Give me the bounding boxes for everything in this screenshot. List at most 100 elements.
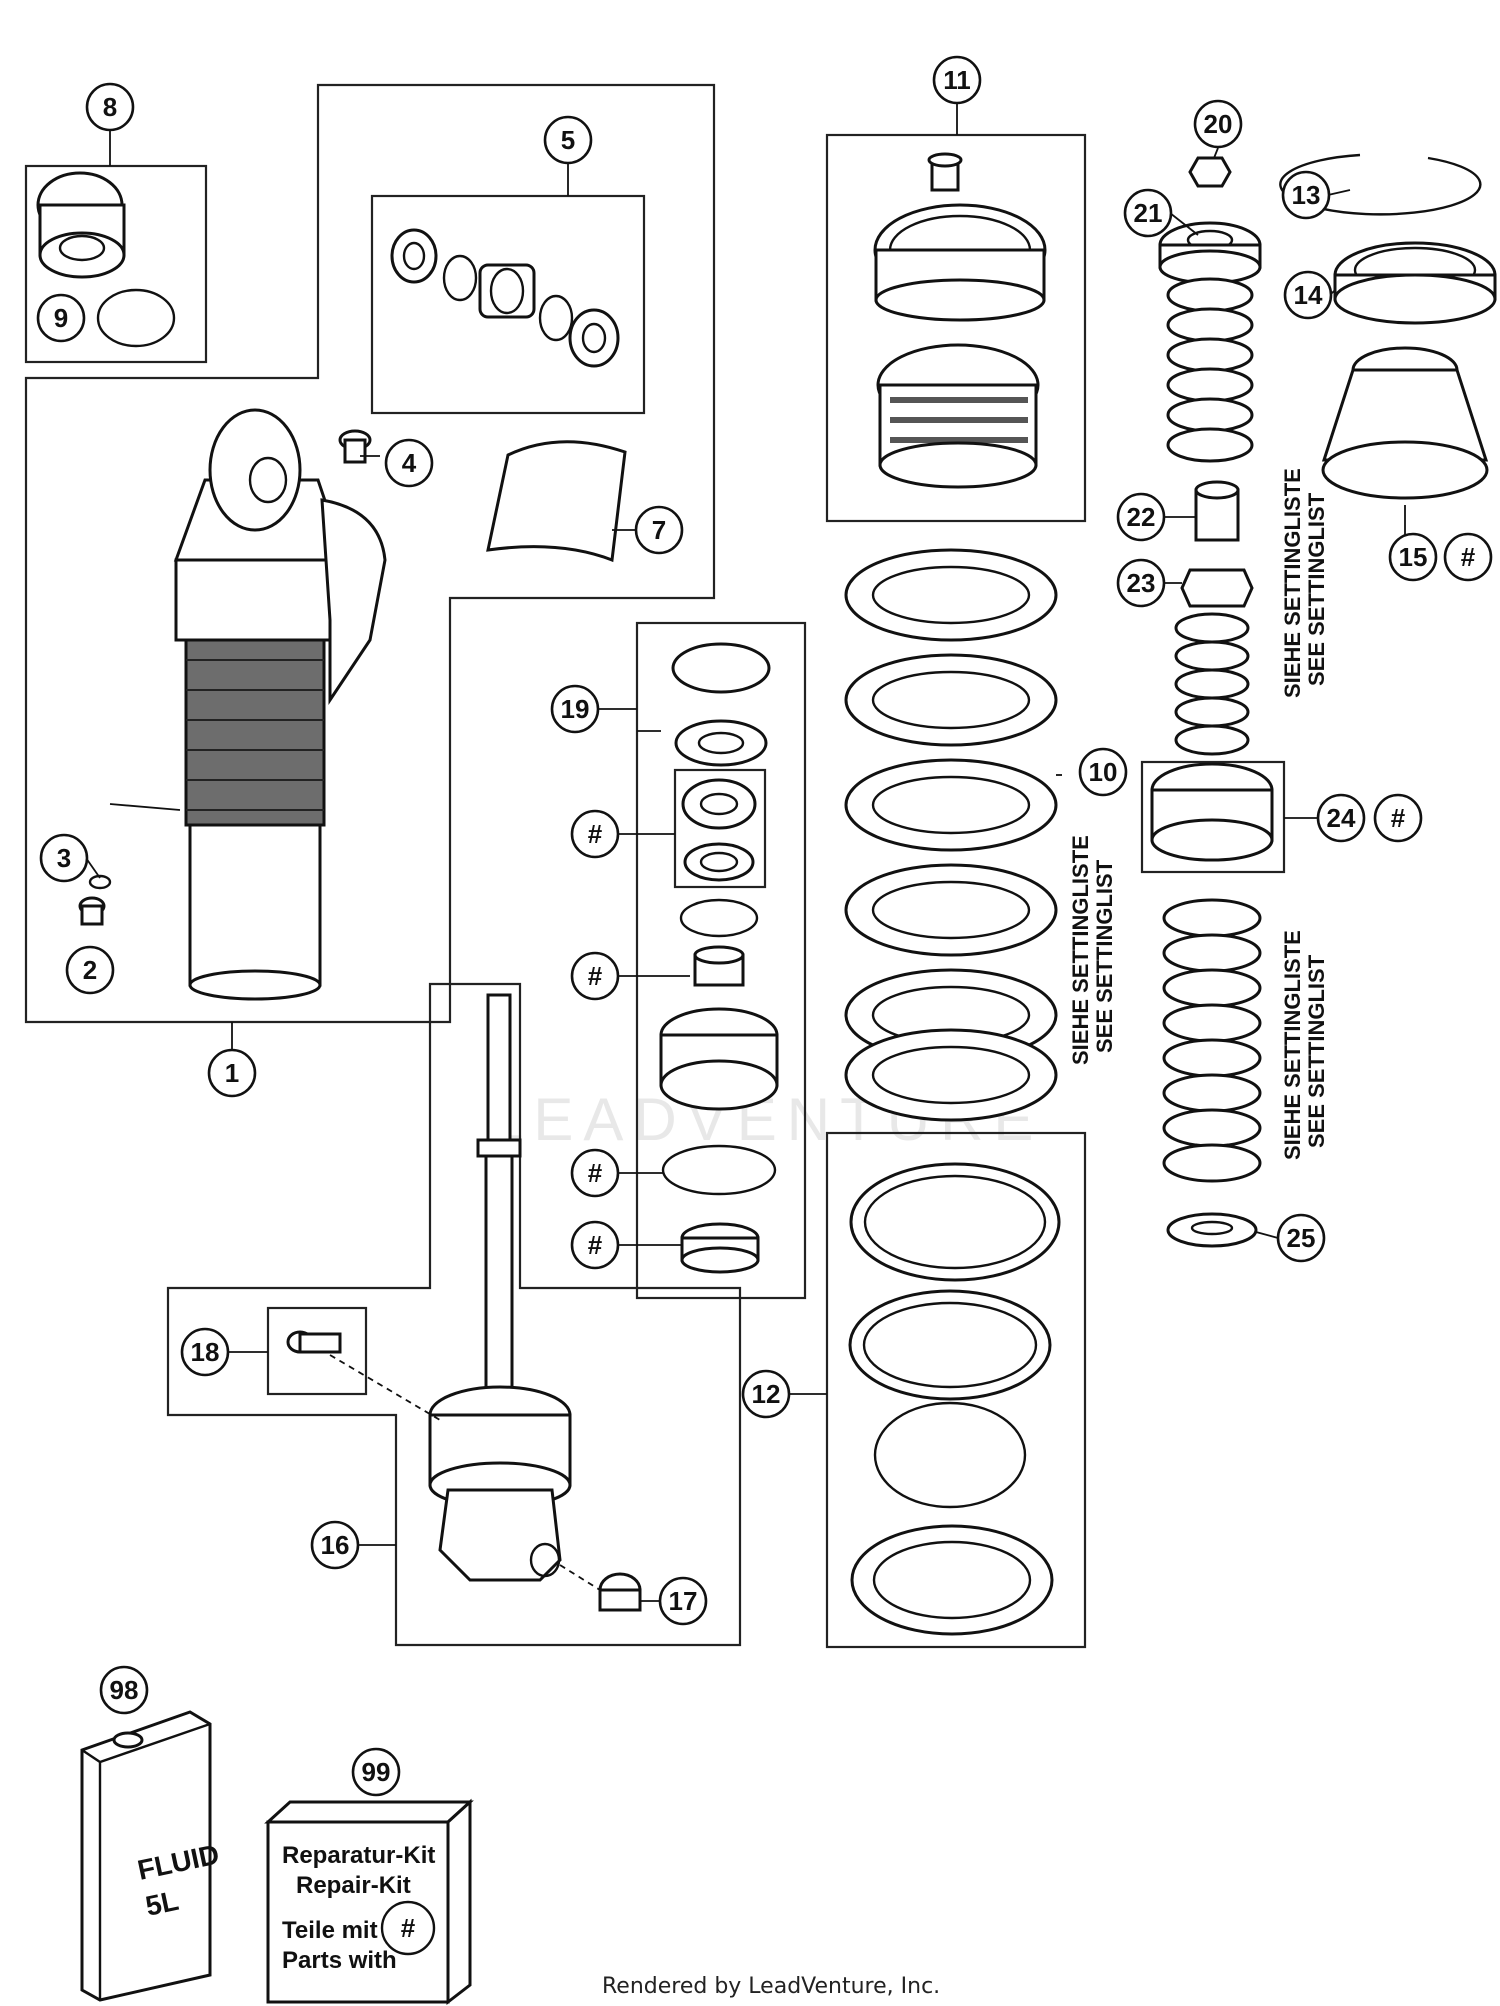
callout-13[interactable]: 13 [1281, 170, 1331, 220]
svg-text:8: 8 [103, 92, 117, 122]
callout-16[interactable]: 16 [310, 1520, 360, 1570]
part-24-piston [1150, 762, 1274, 862]
settings-note-upper: SIEHE SETTINGLISTE SEE SETTINGLIST [1280, 468, 1329, 698]
callout-12[interactable]: 12 [741, 1369, 791, 1419]
svg-text:98: 98 [110, 1675, 139, 1705]
callout-17[interactable]: 17 [658, 1576, 708, 1626]
svg-text:2: 2 [83, 955, 97, 985]
callout-18[interactable]: 18 [180, 1327, 230, 1377]
svg-text:5: 5 [561, 125, 575, 155]
settings-note-upper-en: SEE SETTINGLIST [1304, 492, 1329, 686]
callout-24[interactable]: 24 [1316, 793, 1366, 843]
part-9-o-ring [96, 288, 176, 348]
group-box-8 [24, 164, 208, 364]
callout-3[interactable]: 3 [39, 833, 89, 883]
svg-text:#: # [588, 819, 603, 849]
group-box-18 [266, 1306, 368, 1396]
group-box-5 [370, 194, 646, 415]
part-10-spring [844, 548, 1058, 1122]
part-11-spring-retainer [873, 152, 1047, 489]
repair-kit-line-1: Reparatur-Kit [282, 1842, 435, 1869]
callout-hash-seal[interactable]: # [570, 809, 620, 859]
callout-24-hash[interactable]: # [1373, 793, 1423, 843]
callout-15-hash[interactable]: # [1443, 532, 1493, 582]
callout-9[interactable]: 9 [36, 293, 86, 343]
svg-text:22: 22 [1127, 502, 1156, 532]
part-19-seal-head [659, 642, 779, 1274]
callout-4[interactable]: 4 [384, 438, 434, 488]
group-box-seal [673, 768, 767, 889]
callout-25[interactable]: 25 [1276, 1213, 1326, 1263]
svg-text:21: 21 [1134, 198, 1163, 228]
svg-text:13: 13 [1292, 180, 1321, 210]
leader-lines [85, 102, 1406, 1602]
repair-kit-line-2: Repair-Kit [296, 1872, 411, 1899]
part-4-plug [338, 429, 372, 464]
svg-text:16: 16 [321, 1530, 350, 1560]
part-13-circlip [1279, 153, 1482, 216]
part-7-sheet [486, 440, 627, 563]
svg-text:3: 3 [57, 843, 71, 873]
callout-7[interactable]: 7 [634, 505, 684, 555]
svg-text:24: 24 [1327, 803, 1356, 833]
callout-1[interactable]: 1 [207, 1048, 257, 1098]
svg-text:4: 4 [402, 448, 417, 478]
group-box-11 [825, 133, 1087, 523]
callout-14[interactable]: 14 [1283, 270, 1333, 320]
repair-kit-line-3: Teile mit [282, 1917, 378, 1944]
fluid-can-label-2: 5L [143, 1885, 181, 1922]
footer-credit: Rendered by LeadVenture, Inc. [602, 1974, 940, 1999]
part-5-bearing-set [390, 228, 620, 368]
callout-8[interactable]: 8 [85, 82, 135, 132]
callout-hash-bushing[interactable]: # [570, 951, 620, 1001]
callout-15[interactable]: 15 [1388, 532, 1438, 582]
svg-text:11: 11 [943, 65, 971, 95]
group-box-19 [635, 621, 807, 1300]
callout-hash-cap[interactable]: # [570, 1220, 620, 1270]
callout-10[interactable]: 10 [1078, 747, 1128, 797]
callout-98[interactable]: 98 [99, 1665, 149, 1715]
repair-kit-hash: # [401, 1913, 416, 1943]
settings-note-spring-de: SIEHE SETTINGLISTE [1068, 835, 1093, 1065]
callout-19[interactable]: 19 [550, 684, 600, 734]
svg-text:#: # [1461, 542, 1476, 572]
callout-20[interactable]: 20 [1193, 99, 1243, 149]
part-12-rings [848, 1162, 1061, 1636]
svg-text:12: 12 [752, 1379, 781, 1409]
callout-11[interactable]: 11 [932, 55, 982, 105]
group-box-12 [825, 1131, 1087, 1649]
part-16-piston-rod [428, 993, 572, 1582]
part-21-washer [1158, 221, 1262, 285]
callout-22[interactable]: 22 [1116, 492, 1166, 542]
callout-23[interactable]: 23 [1116, 558, 1166, 608]
part-3-washer [88, 874, 112, 890]
svg-text:99: 99 [362, 1757, 391, 1787]
part-25-washer [1166, 1212, 1258, 1248]
part-98-fluid-can: FLUID 5L [80, 1710, 222, 2002]
part-20-nut [1188, 156, 1232, 188]
part-shim-stack-middle [1174, 612, 1250, 756]
callout-5[interactable]: 5 [543, 115, 593, 165]
settings-note-spring: SIEHE SETTINGLISTE SEE SETTINGLIST [1068, 835, 1117, 1065]
svg-text:23: 23 [1127, 568, 1156, 598]
svg-text:19: 19 [561, 694, 590, 724]
svg-text:#: # [588, 1158, 603, 1188]
svg-text:#: # [588, 1230, 603, 1260]
callout-21[interactable]: 21 [1123, 188, 1173, 238]
svg-text:1: 1 [225, 1058, 239, 1088]
svg-text:18: 18 [191, 1337, 220, 1367]
part-8-adjuster [36, 171, 126, 279]
callout-2[interactable]: 2 [65, 945, 115, 995]
callout-99[interactable]: 99 [351, 1747, 401, 1797]
svg-text:20: 20 [1204, 109, 1233, 139]
svg-text:9: 9 [54, 303, 68, 333]
svg-text:10: 10 [1089, 757, 1118, 787]
part-23-nut [1180, 568, 1254, 608]
svg-text:15: 15 [1399, 542, 1428, 572]
callout-hash-oring[interactable]: # [570, 1148, 620, 1198]
svg-text:#: # [588, 961, 603, 991]
svg-text:25: 25 [1287, 1223, 1316, 1253]
part-shim-stack-lower [1162, 898, 1262, 1183]
part-99-repair-kit: Reparatur-Kit Repair-Kit Teile mit Parts… [264, 1798, 474, 2006]
